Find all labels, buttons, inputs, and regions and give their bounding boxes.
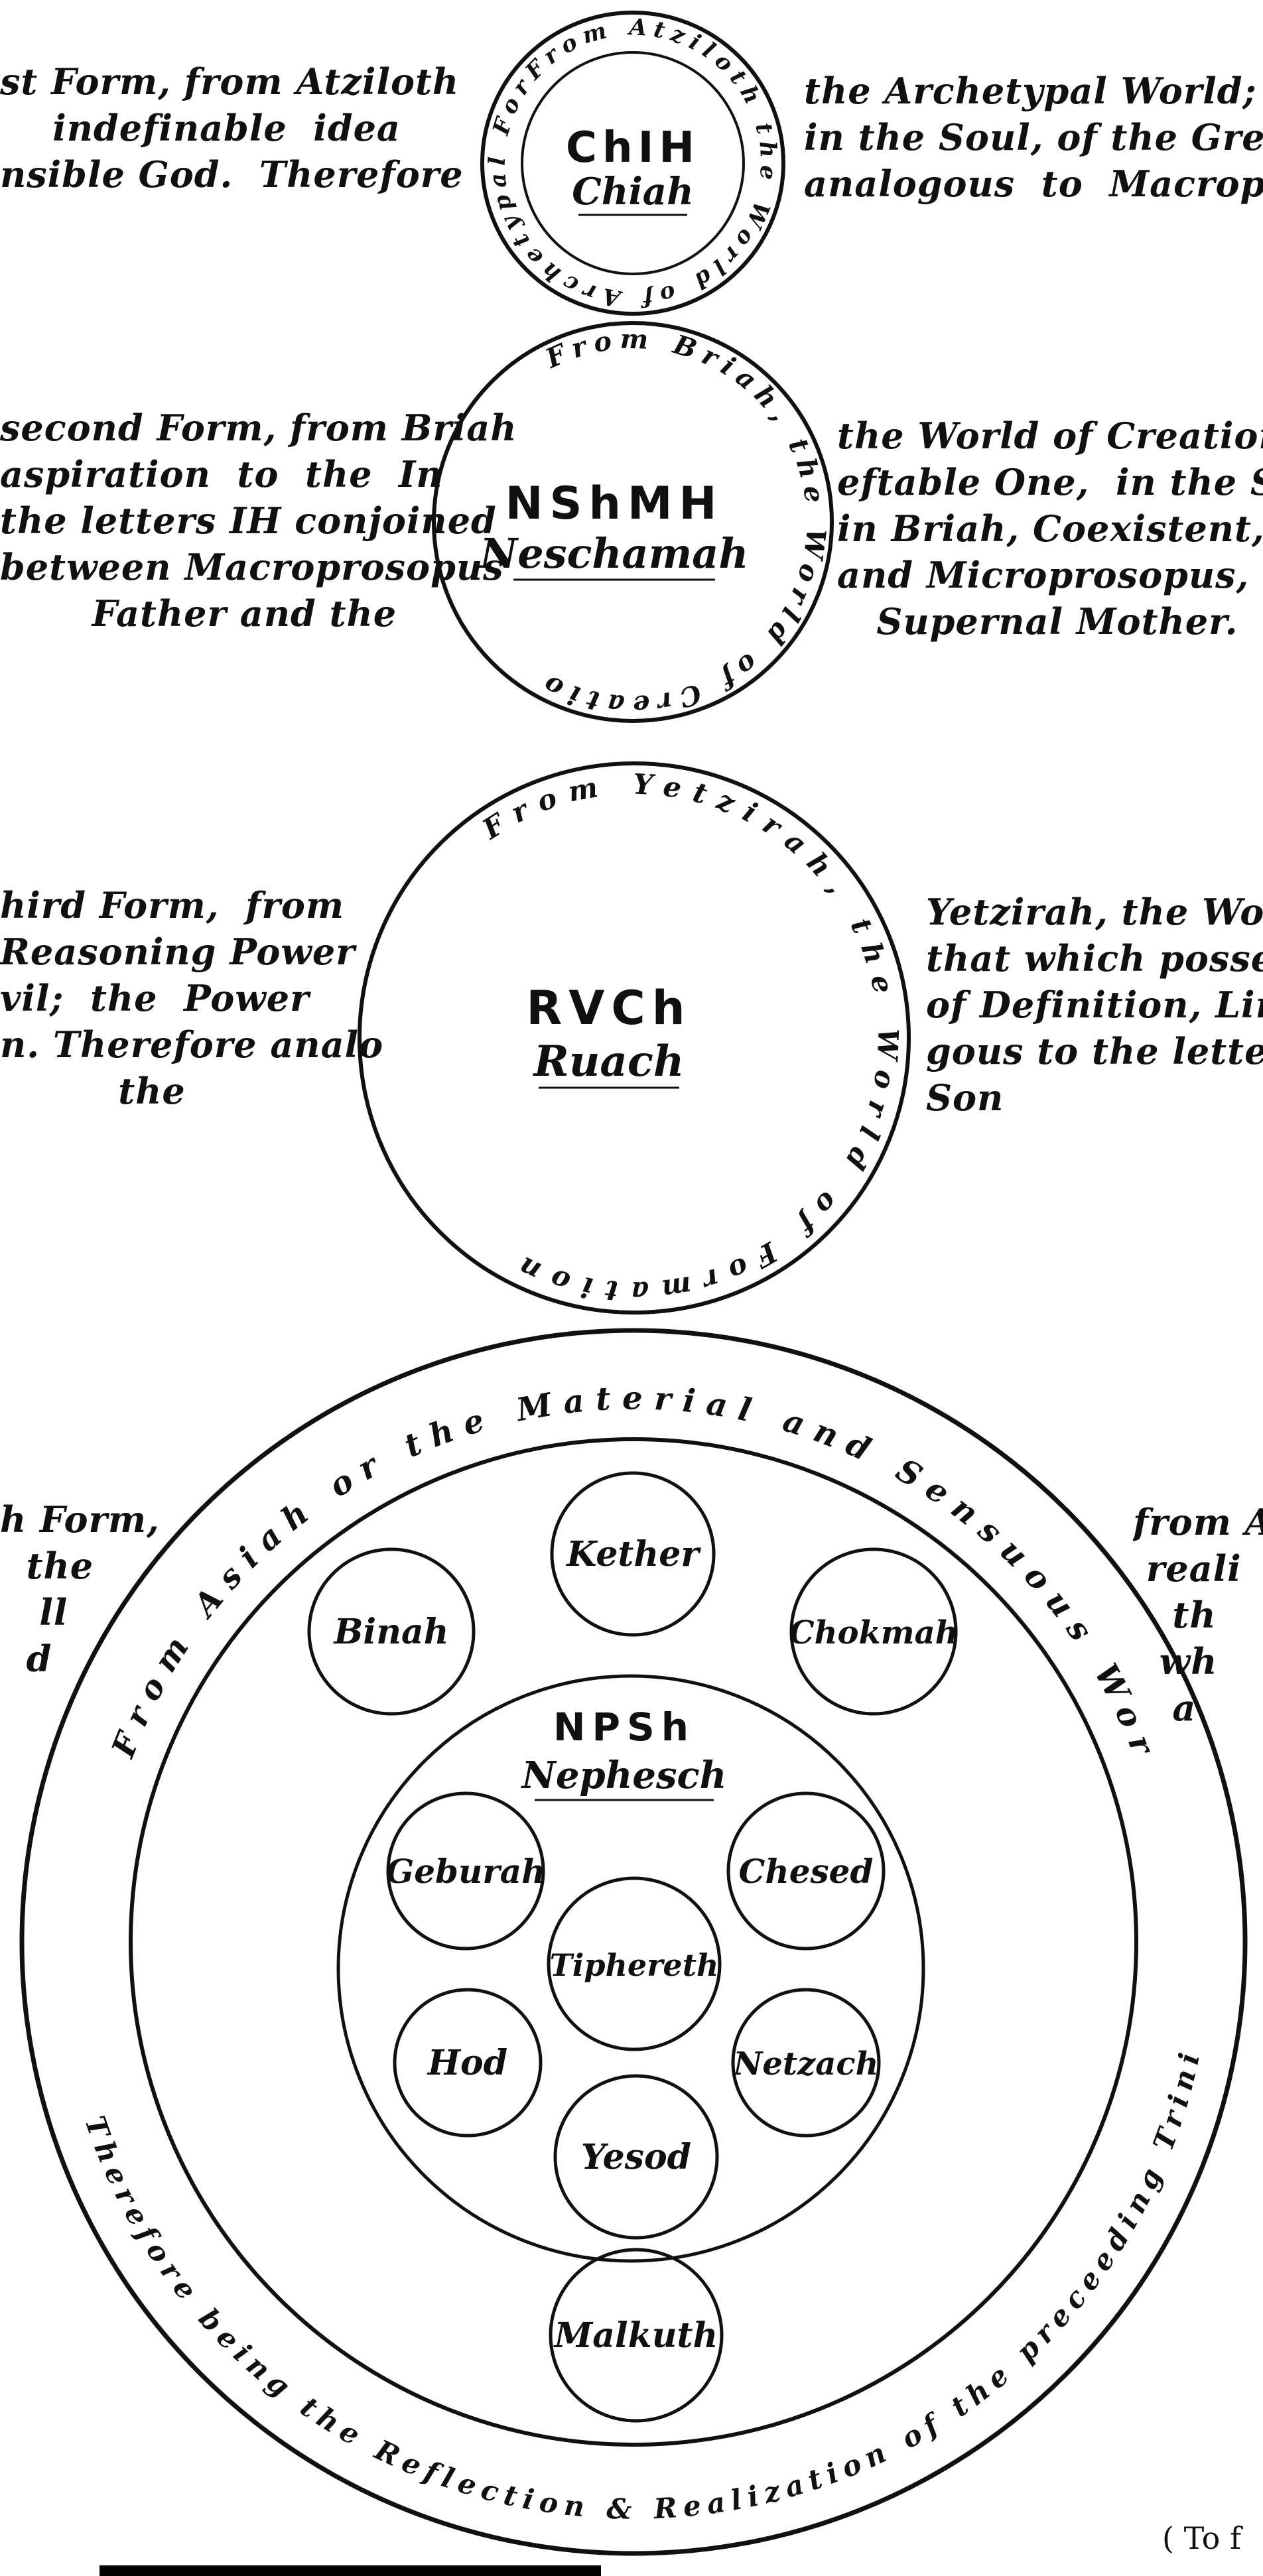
yesod-label: Yesod bbox=[581, 2137, 691, 2177]
nephesch-name: Nephesch bbox=[521, 1754, 727, 1797]
neschamah-circle bbox=[432, 321, 834, 723]
ruach-name: Ruach bbox=[533, 1037, 685, 1086]
chiah-letters: ChIH bbox=[566, 123, 700, 172]
tiphereth-label: Tiphereth bbox=[550, 1947, 719, 1983]
ruach-circle bbox=[358, 761, 911, 1315]
note-ruach-right: Yetzirah, the Wo that which posses of De… bbox=[926, 891, 1263, 1119]
chokmah-label: Chokmah bbox=[789, 1614, 958, 1651]
note-neschamah-left: second Form, from Briah aspiration to th… bbox=[0, 407, 517, 635]
asiah-bottom-arc-path bbox=[85, 2042, 1202, 2519]
binah-label: Binah bbox=[332, 1612, 448, 1652]
chesed-label: Chesed bbox=[739, 1852, 874, 1891]
scan-artifact-bar bbox=[100, 2565, 601, 2576]
tiphereth-circle bbox=[547, 1876, 722, 2051]
chiah-inner-circle bbox=[521, 51, 745, 275]
note-chiah-left: st Form, from Atziloth indefinable idea … bbox=[0, 60, 464, 196]
caption-to-face: ( To f bbox=[1162, 2520, 1242, 2556]
netzach-circle bbox=[731, 1988, 881, 2138]
yesod-circle bbox=[553, 2074, 719, 2240]
hod-label: Hod bbox=[427, 2043, 507, 2083]
malkuth-label: Malkuth bbox=[553, 2315, 718, 2356]
note-nephesch-left: h Form, the ll d bbox=[0, 1498, 160, 1680]
note-neschamah-right: the World of Creation, eftable One, in t… bbox=[837, 415, 1263, 643]
chiah-name: Chiah bbox=[572, 170, 694, 214]
kether-label: Kether bbox=[565, 1534, 701, 1575]
malkuth-circle bbox=[549, 2248, 724, 2423]
asiah-inner-ring-circle bbox=[129, 1437, 1138, 2447]
geburah-circle bbox=[386, 1791, 545, 1951]
note-nephesch-right: from A reali th wh a bbox=[1133, 1501, 1263, 1729]
nephesch-circle bbox=[336, 1674, 925, 2263]
chiah-outer-circle bbox=[480, 11, 785, 316]
hod-circle bbox=[393, 1988, 543, 2138]
note-ruach-left: hird Form, from Reasoning Power vil; the… bbox=[0, 884, 384, 1112]
binah-circle bbox=[307, 1547, 476, 1716]
ruach-letters: RVCh bbox=[526, 981, 691, 1035]
netzach-label: Netzach bbox=[732, 2045, 878, 2083]
nephesch-letters: NPSh bbox=[553, 1705, 695, 1750]
chokmah-circle bbox=[789, 1547, 958, 1716]
chesed-circle bbox=[726, 1791, 886, 1951]
note-chiah-right: the Archetypal World; in the Soul, of th… bbox=[804, 70, 1263, 205]
kether-circle bbox=[550, 1471, 716, 1637]
neschamah-name: Neschamah bbox=[479, 529, 749, 578]
neschamah-letters: NShMH bbox=[505, 478, 724, 530]
geburah-label: Geburah bbox=[386, 1852, 546, 1891]
asiah-outer-circle bbox=[19, 1328, 1248, 2556]
